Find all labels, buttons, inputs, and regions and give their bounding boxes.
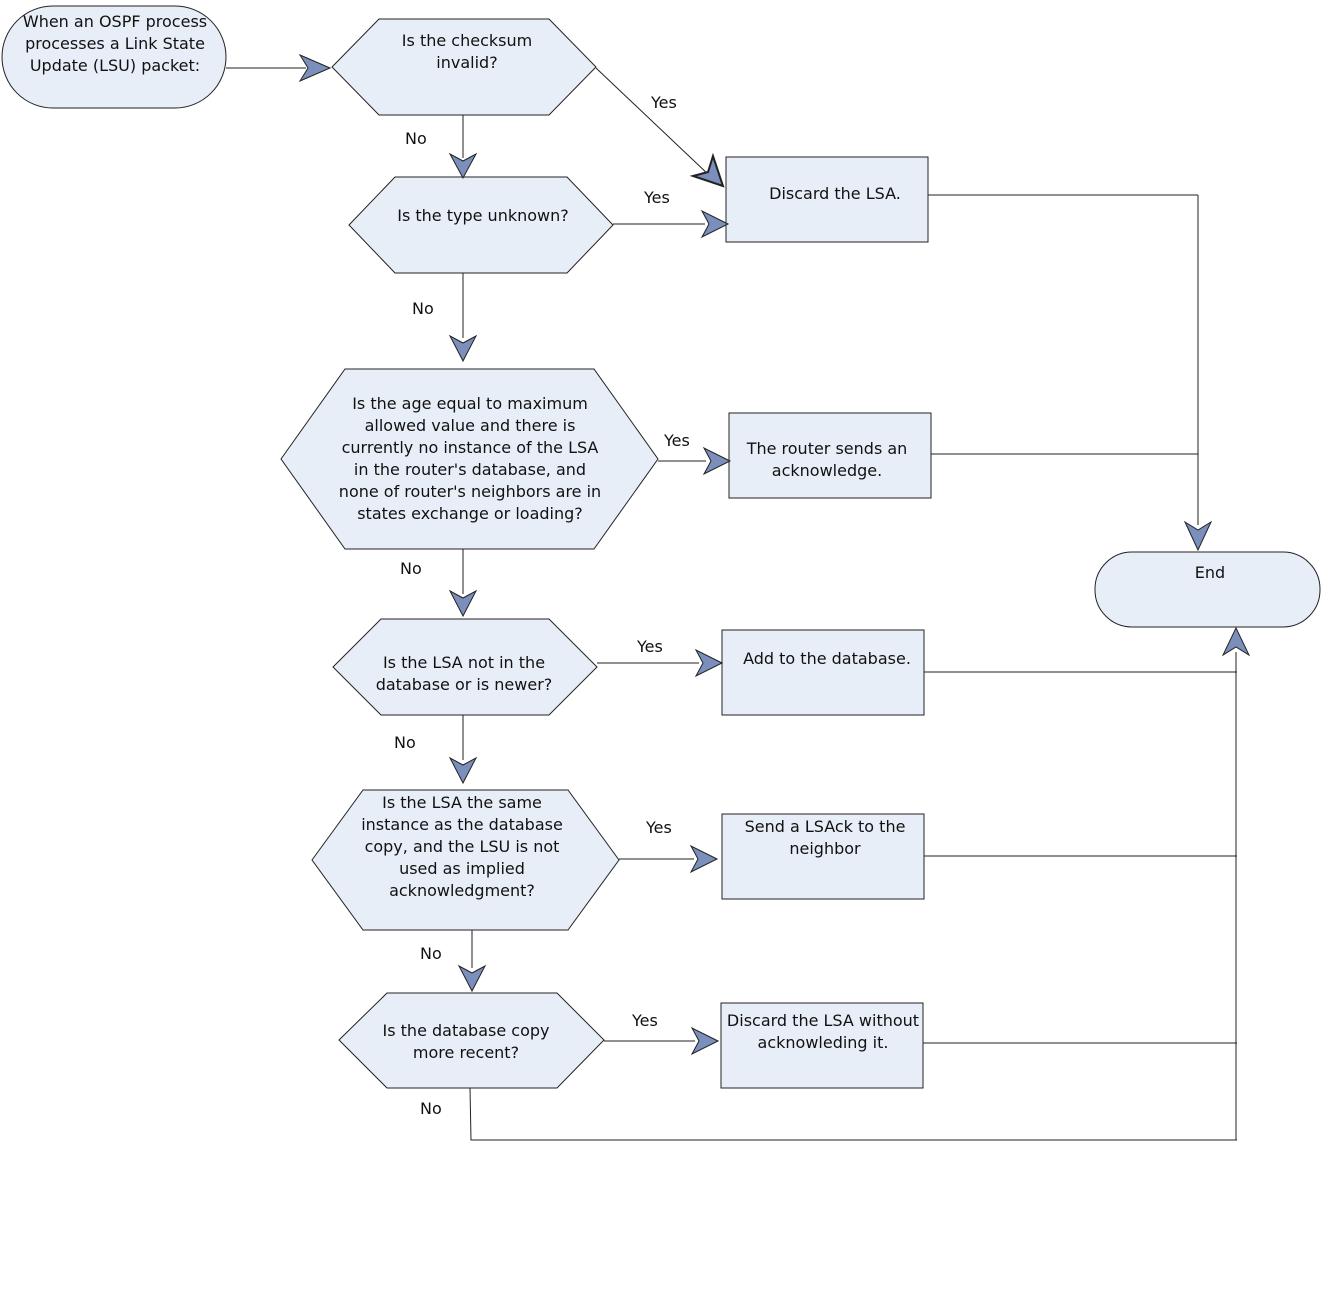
- arrowhead-right: [689, 844, 719, 874]
- arrowhead-diagonal: [689, 152, 725, 188]
- node-text-line: database or is newer?: [376, 675, 553, 694]
- arrowhead-right: [700, 209, 730, 239]
- node-text-line: more recent?: [413, 1043, 519, 1062]
- arrowhead-right: [690, 1026, 720, 1056]
- node-text-line: Is the LSA not in the: [383, 653, 545, 672]
- arrowhead-right: [702, 446, 732, 476]
- node-text-line: states exchange or loading?: [357, 504, 583, 523]
- arrowhead-down: [448, 756, 478, 785]
- edge-label-yes: Yes: [631, 1011, 658, 1030]
- decision-recent: [338, 992, 605, 1089]
- node-text-line: invalid?: [436, 53, 497, 72]
- node-text-line: Is the database copy: [383, 1021, 550, 1040]
- action-add: [721, 629, 925, 716]
- node-text-line: in the router's database, and: [354, 460, 586, 479]
- decision-age: [280, 368, 659, 550]
- edge-label-no: No: [394, 733, 416, 752]
- node-text-line: Is the checksum: [402, 31, 532, 50]
- action-lsack: [721, 813, 925, 900]
- node-text-line: acknowleding it.: [758, 1033, 889, 1052]
- edge-label-no: No: [405, 129, 427, 148]
- action-discard-text: Discard the LSA.: [769, 184, 901, 203]
- node-text-line: Add to the database.: [743, 649, 911, 668]
- decision-type-text: Is the type unknown?: [397, 206, 569, 225]
- arrowhead-right: [298, 53, 332, 83]
- edge-label-no: No: [420, 1099, 442, 1118]
- node-text-line: When an OSPF process: [23, 12, 207, 31]
- edge-checksum-yes: [595, 67, 711, 177]
- start-node-text: When an OSPF process processes a Link Sta…: [23, 12, 207, 75]
- node-text-line: processes a Link State: [25, 34, 205, 53]
- node-text-line: Update (LSU) packet:: [30, 56, 200, 75]
- arrowhead-down: [448, 152, 478, 180]
- decision-newer-text: Is the LSA not in the database or is newe…: [376, 653, 553, 694]
- decision-type: [348, 176, 614, 274]
- action-acknowledge: [728, 412, 932, 499]
- decision-recent-text: Is the database copy more recent?: [383, 1021, 550, 1062]
- node-text-line: instance as the database: [361, 815, 563, 834]
- node-text-line: copy, and the LSU is not: [365, 837, 560, 856]
- node-text-line: neighbor: [789, 839, 861, 858]
- decision-checksum-text: Is the checksum invalid?: [402, 31, 532, 72]
- decision-same-text: Is the LSA the same instance as the datab…: [361, 793, 563, 900]
- node-text-line: acknowledge.: [772, 461, 882, 480]
- arrowhead-down: [448, 589, 478, 618]
- edge-label-no: No: [420, 944, 442, 963]
- action-add-text: Add to the database.: [743, 649, 911, 668]
- decision-same: [311, 789, 620, 931]
- action-discard-noack-text: Discard the LSA without acknowleding it.: [727, 1011, 919, 1052]
- action-discard: [725, 156, 929, 243]
- edge-label-yes: Yes: [643, 188, 670, 207]
- arrowhead-right: [694, 648, 724, 678]
- node-text-line: End: [1195, 563, 1225, 582]
- node-text-line: acknowledgment?: [389, 881, 535, 900]
- edge-recent-no: [469, 1087, 1237, 1141]
- action-lsack-text: Send a LSAck to the neighbor: [745, 817, 906, 858]
- node-text-line: Is the type unknown?: [397, 206, 569, 225]
- node-text-line: used as implied: [399, 859, 525, 878]
- arrowhead-down: [448, 334, 478, 363]
- decision-age-text: Is the age equal to maximum allowed value…: [339, 394, 601, 523]
- end-node-text: End: [1195, 563, 1225, 582]
- arrowhead-up: [1221, 626, 1251, 657]
- action-discard-noack: [720, 1002, 924, 1089]
- node-text-line: Is the LSA the same: [382, 793, 542, 812]
- node-text-line: Send a LSAck to the: [745, 817, 906, 836]
- node-text-line: The router sends an: [746, 439, 908, 458]
- edge-label-yes: Yes: [636, 637, 663, 656]
- decision-newer: [332, 618, 598, 716]
- node-text-line: currently no instance of the LSA: [342, 438, 599, 457]
- arrowhead-down: [1183, 520, 1213, 552]
- node-text-line: Is the age equal to maximum: [352, 394, 588, 413]
- arrowhead-down: [457, 964, 487, 993]
- decision-checksum: [331, 18, 597, 116]
- node-text-line: Discard the LSA.: [769, 184, 901, 203]
- edge-label-yes: Yes: [645, 818, 672, 837]
- node-text-line: allowed value and there is: [365, 416, 576, 435]
- start-node: [1, 5, 227, 109]
- edge-label-no: No: [412, 299, 434, 318]
- node-text-line: none of router's neighbors are in: [339, 482, 601, 501]
- edge-label-yes: Yes: [663, 431, 690, 450]
- edge-label-no: No: [400, 559, 422, 578]
- end-node: [1094, 551, 1321, 628]
- node-text-line: Discard the LSA without: [727, 1011, 919, 1030]
- action-acknowledge-text: The router sends an acknowledge.: [746, 439, 908, 480]
- edge-label-yes: Yes: [650, 93, 677, 112]
